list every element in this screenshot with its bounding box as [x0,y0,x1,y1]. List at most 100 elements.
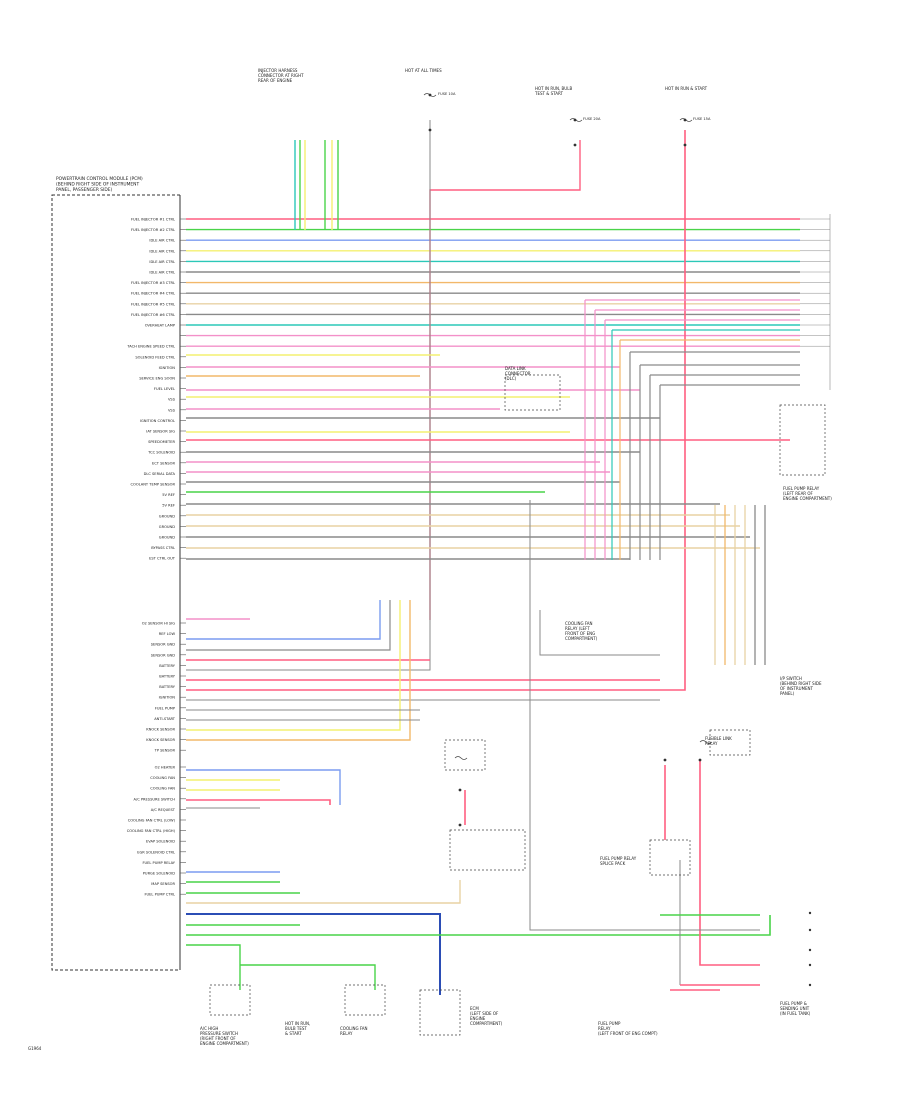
pin-label: IGNITION CONTROL [140,419,175,423]
splice-pack-label: SPLICE PACK [600,861,626,866]
data-link-connector-box [504,374,561,411]
injector-harness-label: INJECTOR HARNESS [258,68,298,73]
map-wire [186,915,771,936]
hot-in-run-bulb-label: TEST & START [534,91,564,96]
fuel-pump-terminal [808,928,812,932]
ecm-label: ECM [470,1006,479,1011]
fuse-label: FUSE 20A [583,117,601,121]
egr-wire [186,880,461,904]
pin-label: EST CTRL OUT [149,557,176,561]
pin-label: TCC SOLENOID [147,451,175,455]
pin-label: EGR SOLENOID CTRL [137,850,175,854]
pin-label: BATTERY [159,675,176,679]
pcm-title-line: POWERTRAIN CONTROL MODULE (PCM) [56,176,143,182]
pin-label: SOLENOID FEED CTRL [135,355,175,359]
pin-label: O2 HEATER [155,766,176,770]
ac-wire [186,799,331,805]
fuel-pump-relay-box [779,404,826,476]
pin-label: FUEL INJECTOR #2 CTRL [131,228,175,232]
fuse-label: FUSE 15A [693,117,711,121]
splice-pack-label: FUEL PUMP RELAY [600,856,637,861]
fuel-pump-relay-lower-label: (LEFT FRONT OF ENG COMPT) [598,1031,658,1036]
pin-label: GROUND [159,514,175,518]
pin-label: COOLING FAN CTRL (LOW) [128,819,176,823]
ac-high-pressure-label: (RIGHT FRONT OF [200,1036,236,1041]
connector-pin [698,758,702,762]
ip-switch-label: PANEL) [780,691,795,696]
pin-label: VSS [168,408,176,412]
pin-label: TACH ENGINE SPEED CTRL [126,345,175,349]
connector-pin [683,118,687,122]
pin-label: SENSOR GND [151,643,175,647]
fuel-pump-terminal [808,911,812,915]
pin-label: COOLING FAN [150,787,175,791]
fp-relay-wire [186,913,441,995]
hot-in-run-bulb-lower-label: HOT IN RUN, [285,1021,310,1026]
cooling-fan-relay-label: RELAY (LEFT [565,626,590,631]
pin-label: IGNITION [159,696,176,700]
fuse-box-right [709,729,751,756]
fuel-pump-relay-lower-label: FUEL PUMP [598,1021,621,1026]
connector-pin [573,143,577,147]
ecm-box [419,989,461,1036]
hot-in-run-start-label: HOT IN RUN & START [665,86,708,91]
pin-label: SPEEDOMETER [148,440,175,444]
pcm-title: POWERTRAIN CONTROL MODULE (PCM)(BEHIND R… [56,176,143,193]
pin-label: 5V REF [162,493,175,497]
cooling-fan-relay-lower-label: RELAY [340,1031,353,1036]
fuel-pump-relay-splice [449,829,526,871]
ip-switch-label: I/P SWITCH [780,676,802,681]
pin-label: PURGE SOLENOID [143,872,175,876]
ip-switch-label: (BEHIND RIGHT SIDE [780,681,822,686]
pin-label: FUEL PUMP RELAY [142,861,175,865]
connector-pin [428,93,432,97]
pin-label: IDLE AIR CTRL [149,271,175,275]
injector-harness-label: CONNECTOR AT RIGHT [258,73,304,78]
connector-pin [573,118,577,122]
pcm-title-line: (BEHIND RIGHT SIDE OF INSTRUMENT [56,182,139,188]
tp-wire [186,600,401,731]
pin-label: FUEL INJECTOR #5 CTRL [131,302,175,306]
ac-pressure-wire [240,964,376,990]
fuel-pump-relay-label: FUEL PUMP RELAY [783,486,820,491]
hot-in-run-bulb-label: HOT IN RUN, BULB [535,86,572,91]
connector-pin [458,823,462,827]
pcm-title-line: PANEL, PASSENGER SIDE) [56,187,113,193]
fp-ctrl-wire [186,944,241,990]
pin-label: TP SENSOR [154,749,176,753]
ecm-label: ENGINE [470,1016,486,1021]
data-link-connector-label: DATA LINK [505,366,526,371]
pin-label: REF LOW [159,632,176,636]
pin-label: KNOCK SENSOR [146,728,175,732]
cooling-fan-relay-label: COMPARTMENT) [565,636,598,641]
pin-label: FUEL PUMP [155,706,176,710]
pin-label: GROUND [159,525,175,529]
pin-label: IDLE AIR CTRL [149,260,175,264]
pin-label: COOLANT TEMP SENSOR [131,483,176,487]
ref-wire [186,600,391,651]
fuel-pump-terminal [808,983,812,987]
o2h-wire [186,769,341,805]
blue-wire [186,600,381,640]
data-link-connector-label: CONNECTOR [505,371,531,376]
fusible-link-relay-label: RELAY [705,741,718,746]
injector-harness-label: REAR OF ENGINE [258,78,293,83]
hot-at-all-times-label: HOT AT ALL TIMES [405,68,442,73]
fuse-label: FUSE 10A [438,92,456,96]
ip-switch-label: OF INSTRUMENT [780,686,814,691]
ecm-label: (LEFT SIDE OF [470,1011,499,1016]
fp-feed [699,760,760,966]
fuel-pump-sending-label: SENDING UNIT [780,1006,810,1011]
fp-gnd [529,500,760,931]
pin-label: ANTI-START [154,717,176,721]
pin-label: OVERHEAT LAMP [145,324,176,328]
pin-label: BATTERY [159,685,176,689]
connector-pin [683,143,687,147]
fuse-box-lower [444,739,486,771]
pin-label: FUEL PUMP CTRL [144,893,175,897]
fuel-pump-terminal [808,948,812,952]
